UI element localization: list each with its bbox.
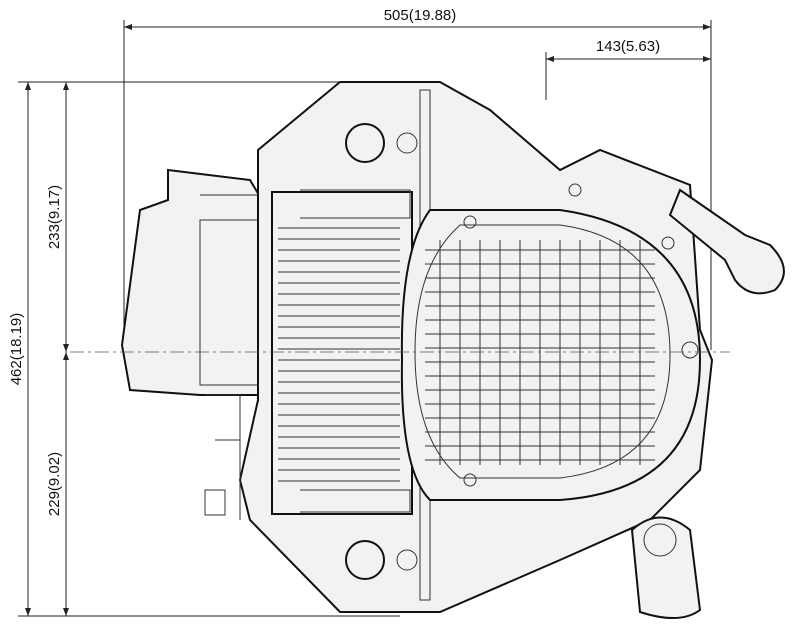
lower-height-label: 229(9.02) [46, 452, 63, 516]
upper-height-label: 233(9.17) [46, 185, 63, 249]
spark-plug [668, 188, 785, 295]
dimension-lower-height: 229(9.02) [46, 352, 69, 616]
cooling-fins [278, 227, 400, 482]
dimension-upper-height: 233(9.17) [46, 82, 69, 352]
right-offset-label: 143(5.63) [596, 38, 660, 55]
oil-fill-cap [630, 516, 702, 620]
dimension-overall-width: 505(19.88) [123, 7, 712, 350]
dimension-overall-height: 462(18.19) [8, 81, 400, 617]
overall-height-label: 462(18.19) [8, 313, 25, 386]
fan-grille [425, 240, 655, 465]
overall-width-label: 505(19.88) [384, 7, 457, 24]
engine-outline [120, 81, 785, 620]
dimension-right-offset: 143(5.63) [545, 38, 711, 100]
